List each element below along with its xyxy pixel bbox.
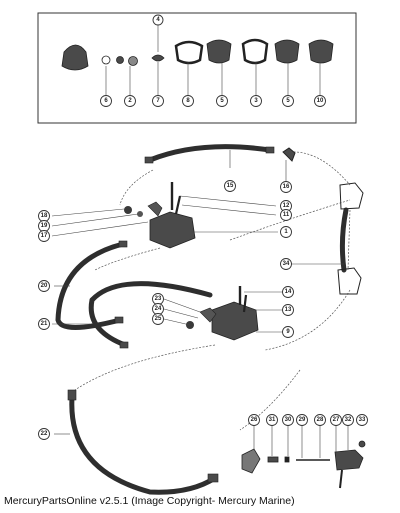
svg-text:20: 20 xyxy=(41,283,48,289)
callout-6: 6 xyxy=(100,95,112,107)
callout-20: 20 xyxy=(38,280,50,292)
hose-fittings xyxy=(67,146,275,483)
svg-text:18: 18 xyxy=(41,213,48,219)
hose-20 xyxy=(55,241,126,330)
hose-15 xyxy=(147,144,273,163)
inset-frame xyxy=(37,12,357,124)
callout-5b: 5 xyxy=(282,95,294,107)
callout-13: 13 xyxy=(282,304,294,316)
callout-21: 21 xyxy=(38,318,50,330)
svg-text:6: 6 xyxy=(104,98,108,104)
svg-text:3: 3 xyxy=(254,98,258,104)
callout-32: 32 xyxy=(342,414,354,426)
callout-5: 5 xyxy=(216,95,228,107)
callout-10: 10 xyxy=(314,95,326,107)
svg-text:21: 21 xyxy=(41,321,48,327)
callout-23: 23 xyxy=(152,293,164,305)
routing-lines xyxy=(74,151,351,431)
copyright-caption: MercuryPartsOnline v2.5.1 (Image Copyrig… xyxy=(4,495,295,507)
hose-21 xyxy=(88,281,213,348)
callout-22: 22 xyxy=(38,428,50,440)
callout-33: 33 xyxy=(356,414,368,426)
svg-text:16: 16 xyxy=(283,184,290,190)
svg-text:25: 25 xyxy=(155,316,162,322)
callout-7: 7 xyxy=(152,95,164,107)
callout-15: 15 xyxy=(224,180,236,192)
svg-text:26: 26 xyxy=(251,417,258,423)
svg-text:9: 9 xyxy=(286,329,290,335)
leader-lines xyxy=(51,150,349,458)
svg-text:11: 11 xyxy=(283,212,290,218)
svg-text:14: 14 xyxy=(285,289,292,295)
inset-parts xyxy=(61,38,334,71)
svg-text:7: 7 xyxy=(156,98,160,104)
svg-text:2: 2 xyxy=(128,98,132,104)
svg-text:27: 27 xyxy=(333,417,340,423)
callout-24: 24 xyxy=(152,303,164,315)
callout-26: 26 xyxy=(248,414,260,426)
callout-8: 8 xyxy=(182,95,194,107)
fittings-right xyxy=(282,147,364,295)
svg-text:24: 24 xyxy=(155,306,162,312)
svg-text:19: 19 xyxy=(41,223,48,229)
svg-text:5: 5 xyxy=(220,98,224,104)
hose-22 xyxy=(69,395,218,495)
valve-assembly xyxy=(241,440,366,489)
callout-11: 11 xyxy=(280,209,292,221)
callout-29: 29 xyxy=(296,414,308,426)
callout-28: 28 xyxy=(314,414,326,426)
svg-text:22: 22 xyxy=(41,431,48,437)
svg-text:13: 13 xyxy=(285,307,292,313)
callout-31: 31 xyxy=(266,414,278,426)
svg-text:8: 8 xyxy=(186,98,190,104)
callout-18: 18 xyxy=(38,210,50,222)
svg-text:4: 4 xyxy=(156,17,160,23)
svg-text:15: 15 xyxy=(227,183,234,189)
svg-text:29: 29 xyxy=(299,417,306,423)
callout-14: 14 xyxy=(282,286,294,298)
svg-text:32: 32 xyxy=(345,417,352,423)
callout-30: 30 xyxy=(282,414,294,426)
svg-text:31: 31 xyxy=(269,417,276,423)
svg-text:10: 10 xyxy=(317,98,324,104)
callout-17: 17 xyxy=(38,230,50,242)
hoses xyxy=(55,144,349,495)
svg-text:28: 28 xyxy=(317,417,324,423)
callout-34: 34 xyxy=(280,258,292,270)
callout-16: 16 xyxy=(280,181,292,193)
svg-text:12: 12 xyxy=(283,203,290,209)
svg-text:1: 1 xyxy=(284,229,288,235)
hose-34 xyxy=(339,207,349,273)
svg-text:30: 30 xyxy=(285,417,292,423)
callout-4b: 4 xyxy=(0,0,2,3)
callout-3: 3 xyxy=(250,95,262,107)
callout-9: 9 xyxy=(282,326,294,338)
svg-text:17: 17 xyxy=(41,233,48,239)
callout-2: 2 xyxy=(124,95,136,107)
svg-text:5: 5 xyxy=(286,98,290,104)
svg-text:34: 34 xyxy=(283,261,290,267)
callout-1: 1 xyxy=(280,226,292,238)
inset-leaders xyxy=(105,24,321,96)
callout-19: 19 xyxy=(38,220,50,232)
svg-text:23: 23 xyxy=(155,296,162,302)
svg-text:33: 33 xyxy=(359,417,366,423)
callout-25: 25 xyxy=(152,313,164,325)
pump-body-1 xyxy=(124,182,196,249)
callout-4: 4 xyxy=(152,14,164,26)
callout-27: 27 xyxy=(330,414,342,426)
